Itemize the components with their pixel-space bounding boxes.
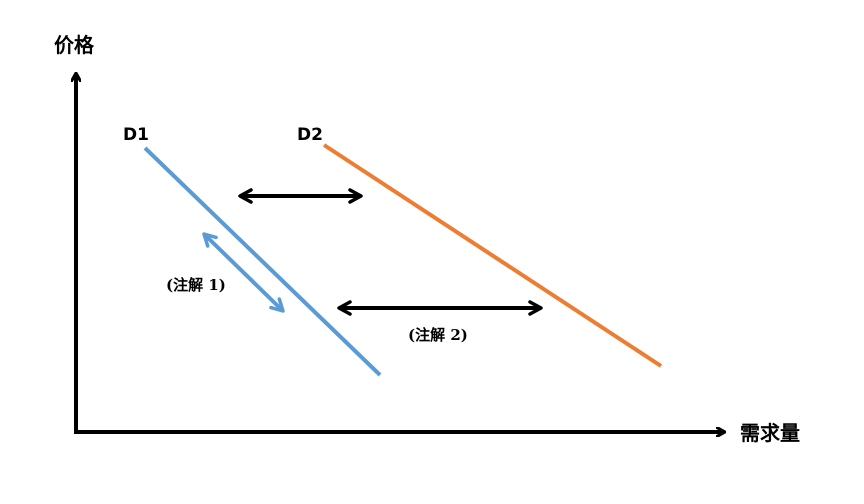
curve-d2 <box>322 143 663 368</box>
curve-d1-label: D1 <box>123 125 149 145</box>
curve-d2-label: D2 <box>297 125 323 145</box>
movement-arrow-d1 <box>202 232 285 313</box>
y-axis-label: 价格 <box>54 33 95 57</box>
annotation-2-label: (注解 2) <box>408 326 468 344</box>
x-axis-label: 需求量 <box>740 421 800 445</box>
curve-d1 <box>143 146 382 377</box>
annotation-1-label: (注解 1) <box>166 276 226 294</box>
